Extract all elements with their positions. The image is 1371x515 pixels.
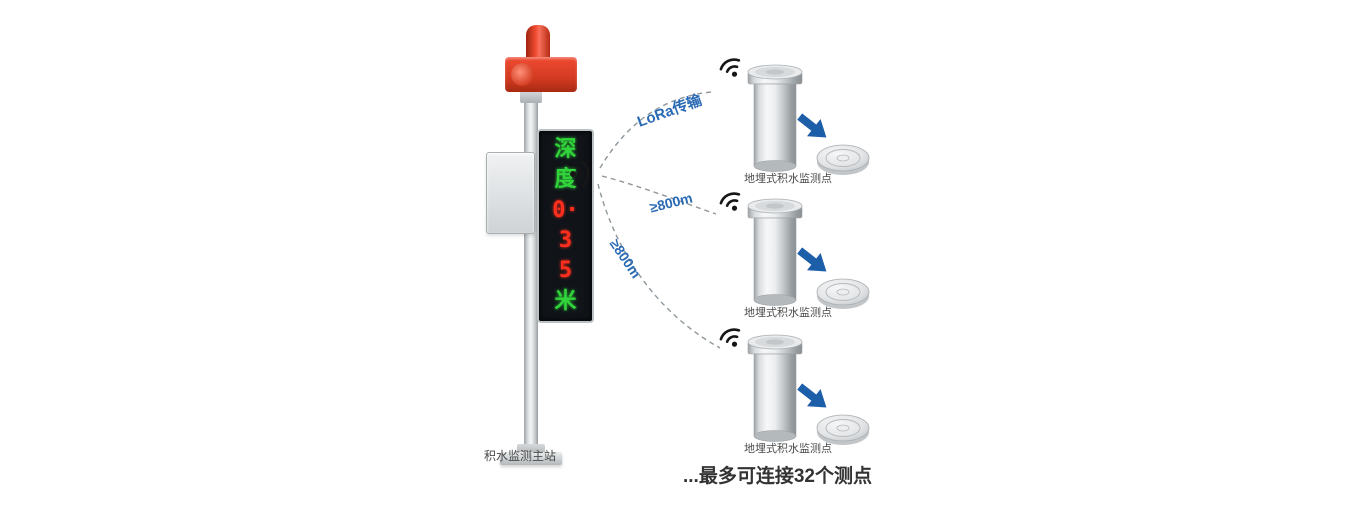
led-display: 深 度 0· 3 5 米 [537, 129, 594, 323]
sensor-label: 地埋式积水监测点 [744, 443, 832, 455]
link-curve-3 [597, 183, 721, 349]
led-char: 3 [558, 228, 573, 254]
control-cabinet [486, 152, 535, 234]
arrow-icon [797, 383, 827, 408]
alarm-horn [505, 57, 577, 92]
alarm-beacon-light [526, 25, 550, 61]
wifi-icon [719, 192, 741, 211]
station-pole [524, 86, 538, 456]
buried-sensor-cylinder [747, 334, 803, 442]
sensor-unit-2: 地埋式积水监测点 [710, 186, 885, 326]
ground-sensor-disc [816, 144, 870, 175]
led-char: 深 [554, 137, 577, 163]
pole-cap [517, 444, 545, 454]
led-char: 0· [552, 197, 579, 223]
alarm-bracket [520, 90, 542, 103]
pole-base-plate [500, 452, 562, 465]
wifi-icon [719, 58, 741, 77]
led-char: 米 [554, 288, 577, 314]
led-char: 5 [558, 258, 573, 284]
wifi-icon [719, 328, 741, 347]
ground-sensor-disc [816, 278, 870, 309]
arrow-icon [797, 247, 827, 272]
arrow-icon [797, 113, 827, 138]
sensor-unit-3: 地埋式积水监测点 [710, 322, 885, 462]
buried-sensor-cylinder [747, 64, 803, 172]
signal-emitter-icon [570, 160, 590, 188]
sensor-unit-1: 地埋式积水监测点 [710, 52, 885, 192]
footer-caption: ...最多可连接32个测点 [683, 466, 872, 487]
sensor-label: 地埋式积水监测点 [744, 173, 832, 185]
ground-sensor-disc [816, 414, 870, 445]
link-curve-2 [601, 175, 717, 215]
sensor-label: 地埋式积水监测点 [744, 307, 832, 319]
station-label: 积水监测主站 [484, 449, 557, 463]
buried-sensor-cylinder [747, 198, 803, 306]
link-curve-1 [599, 91, 713, 169]
